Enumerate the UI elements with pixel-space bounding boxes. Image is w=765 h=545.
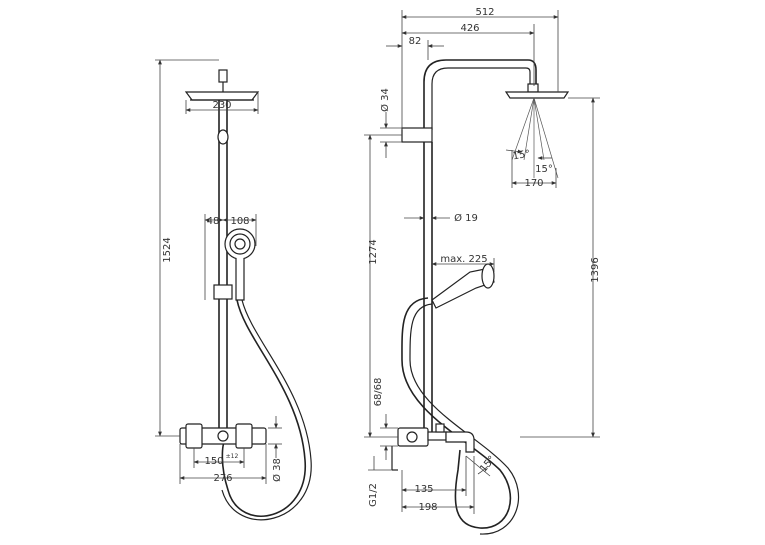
front-mixer-centres-tolerance: ±12	[226, 453, 239, 460]
side-spray-cone	[511, 97, 559, 179]
side-upper-bracket	[401, 127, 433, 143]
side-hand-shower-max-label: max. 225	[440, 254, 487, 265]
front-shower-hose	[221, 299, 306, 517]
front-hand-shower	[224, 228, 256, 301]
side-riser-pipe	[423, 59, 537, 432]
front-view: 1524 230 48 108 150 ±12 276 Ø 38	[155, 59, 312, 521]
side-head-tilt-right-label: 15°	[535, 164, 553, 175]
side-rail-height-label: 1274	[368, 239, 379, 264]
front-thermostat-mixer	[179, 423, 267, 449]
side-overhead-shower	[504, 83, 570, 99]
front-outlet-diameter-label: Ø 38	[271, 458, 283, 482]
front-overhead-shower	[184, 69, 260, 101]
side-head-tilt-left-label: 15°	[512, 149, 531, 163]
front-hand-offset-label: 48	[207, 216, 220, 227]
front-hand-diameter-label: 108	[230, 216, 249, 227]
side-head-height-label: 1396	[590, 257, 601, 282]
side-spout-projection-label: 135	[414, 484, 433, 495]
front-total-height-label: 1524	[162, 237, 173, 262]
side-head-depth-label: 170	[524, 178, 543, 189]
side-arm-reach-label: 512	[475, 7, 494, 18]
side-rail-diameter-label: Ø 19	[454, 212, 478, 224]
side-arm-length-label: 426	[460, 23, 479, 34]
side-wall-offset-label: 82	[409, 36, 422, 47]
side-view: 512 426 82 Ø 34 1274 Ø 19 max. 225	[364, 7, 601, 535]
side-hand-shower	[431, 263, 495, 309]
front-mixer-width-label: 276	[213, 473, 232, 484]
side-bath-mixer	[397, 423, 475, 453]
front-shower-rail	[213, 100, 233, 432]
front-head-diameter-label: 230	[212, 100, 231, 111]
side-spout-reach-label: 198	[418, 502, 437, 513]
front-mixer-centres-label: 150	[204, 456, 223, 467]
side-bracket-diameter-label: Ø 34	[379, 88, 391, 112]
side-mixer-height-label: 68/68	[373, 378, 384, 407]
side-inlet-thread-label: G1/2	[368, 483, 379, 507]
side-shower-hose	[401, 297, 512, 529]
